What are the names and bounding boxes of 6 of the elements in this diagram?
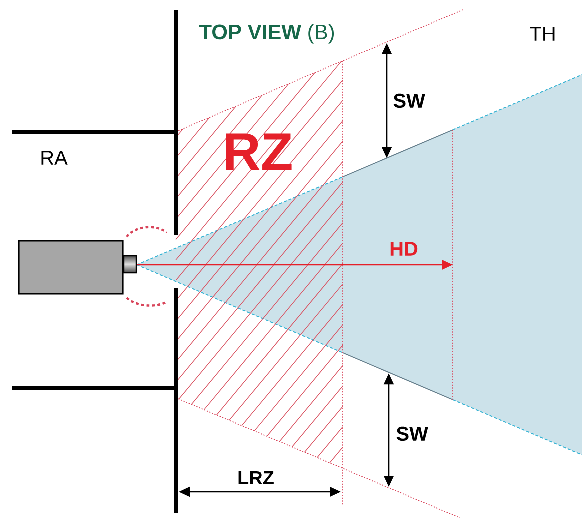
area-label: TH [530, 27, 555, 41]
dimension-label: SW [396, 426, 428, 442]
dimension-label: HD [390, 242, 418, 256]
title: TOP VIEW (B) [199, 24, 334, 44]
dimension-label: SW [394, 94, 426, 108]
area-label: RA [42, 151, 68, 165]
